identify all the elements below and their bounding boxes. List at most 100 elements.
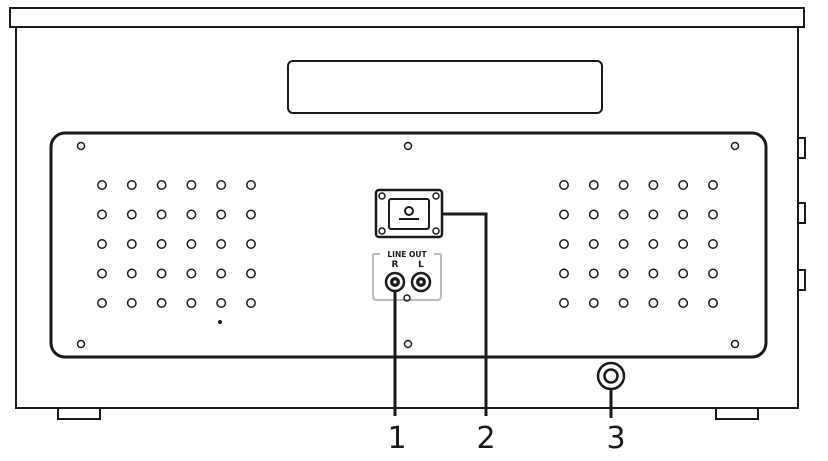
jack-right-label: R [392,260,399,270]
grille-hole [588,209,599,220]
grille-hole [246,268,256,279]
grille-hole [708,209,718,220]
callout-3: 3 [606,421,625,456]
right-speaker-grille [559,180,718,308]
grille-hole [126,180,137,190]
socket-screw [432,227,440,235]
grille-hole [618,298,629,308]
grille-hole [559,180,569,190]
screw [403,141,413,151]
round-connector-outer [596,361,626,391]
grille-hole [216,298,227,308]
grille-hole [678,180,689,190]
grille-hole [678,239,689,249]
grille-hole [588,268,599,279]
grille-hole [678,209,689,220]
socket-pin [404,206,414,216]
grille-hole [678,298,689,308]
round-connector [596,361,626,391]
callout-2: 2 [476,421,495,456]
socket-screw [432,192,440,200]
grille-hole [618,209,629,220]
grille-hole [156,298,167,308]
grille-hole [559,209,569,220]
grille-hole [186,298,197,308]
grille-hole [97,298,107,308]
grille-hole [708,239,718,249]
grille-hole [186,180,197,190]
power-socket [374,188,444,239]
grille-hole [97,209,107,220]
grille-hole [126,298,137,308]
right-foot [715,408,759,420]
line-out-bracket [372,254,442,301]
grille-hole [618,180,629,190]
grille-hole [156,209,167,220]
grille-hole [559,268,569,279]
grille-hole [648,268,659,279]
grille-hole [186,268,197,279]
grille-hole [618,239,629,249]
grille-hole [559,298,569,308]
grille-hole [246,180,256,190]
screw [76,141,86,151]
side-tab-middle [797,202,806,224]
grille-hole [708,180,718,190]
top-lid [9,7,805,28]
jack-right-hole [393,280,397,284]
grille-hole [588,180,599,190]
grille-hole [186,239,197,249]
indicator-dot [218,320,222,324]
grille-hole [126,239,137,249]
grille-hole [708,268,718,279]
grille-hole [126,209,137,220]
jack-left-label: L [418,260,424,270]
round-connector-inner [603,368,619,384]
grille-hole [216,180,227,190]
grille-hole [97,239,107,249]
grille-hole [126,268,137,279]
grille-hole [708,298,718,308]
grille-hole [156,268,167,279]
line-out-jacks: LINE OUT R L [372,250,442,302]
grille-hole [588,298,599,308]
grille-hole [216,209,227,220]
ground-screw [403,294,411,302]
grille-hole [648,239,659,249]
left-foot [57,408,101,420]
power-socket-recess [388,198,430,230]
side-tab-top [797,137,806,159]
grille-hole [186,209,197,220]
screw [730,339,740,349]
screw [403,339,413,349]
grille-hole [97,268,107,279]
left-speaker-grille [97,180,256,308]
socket-screw [378,192,386,200]
top-window [287,60,603,114]
socket-screw [378,227,386,235]
grille-hole [246,209,256,220]
leader-line-2 [442,212,488,416]
callout-1: 1 [387,421,406,456]
grille-hole [97,180,107,190]
grille-hole [648,180,659,190]
grille-hole [216,268,227,279]
line-out-label: LINE OUT [387,250,427,259]
side-tab-bottom [797,269,806,291]
grille-hole [678,268,689,279]
grille-hole [559,239,569,249]
grille-hole [246,239,256,249]
grille-hole [618,268,629,279]
rear-panel [49,131,768,359]
grille-hole [648,209,659,220]
panel-screws [76,141,740,349]
grille-hole [588,239,599,249]
grille-hole [156,180,167,190]
screw [730,141,740,151]
jack-left-hole [419,280,423,284]
grille-hole [648,298,659,308]
grille-hole [156,239,167,249]
grille-hole [216,239,227,249]
screw [76,339,86,349]
